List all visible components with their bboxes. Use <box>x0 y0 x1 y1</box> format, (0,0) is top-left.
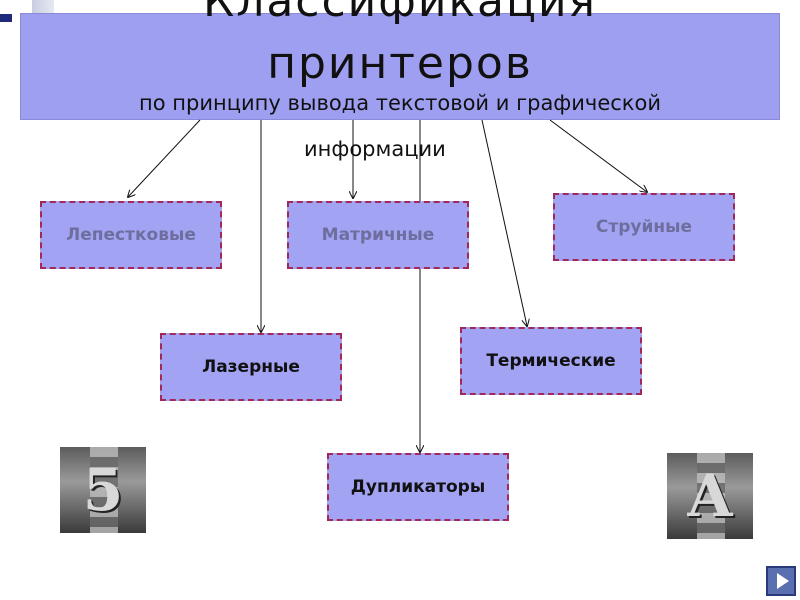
category-box-matrichnye: Матричные <box>287 201 469 269</box>
category-label: Дупликаторы <box>350 477 486 497</box>
slide-bullet-icon <box>0 14 12 22</box>
category-box-struinye: Струйные <box>553 193 735 261</box>
category-box-termicheskie: Термические <box>460 327 642 395</box>
arrow-to-struinye <box>549 119 647 192</box>
category-box-duplikatory: Дупликаторы <box>327 453 509 521</box>
letter-a-clipart-icon: A <box>667 453 753 539</box>
arrow-to-termicheskie <box>481 119 527 326</box>
category-label: Струйные <box>595 217 693 237</box>
number-five-clipart-icon: 5 <box>60 447 146 533</box>
slide-subtitle: по принципу вывода текстовой и графическ… <box>139 91 661 115</box>
category-label: Лазерные <box>202 357 300 377</box>
category-box-lepestkovye: Лепестковые <box>40 201 222 269</box>
next-slide-button[interactable] <box>766 566 796 596</box>
slide-title-top: Классификация <box>202 0 598 27</box>
arrow-to-lepestkovye <box>128 119 201 197</box>
category-box-lazernye: Лазерные <box>160 333 342 401</box>
next-slide-arrow-icon <box>776 573 789 589</box>
title-banner <box>20 13 780 120</box>
category-label: Матричные <box>321 225 435 245</box>
category-label: Термические <box>486 351 616 371</box>
slide-title: принтеров <box>267 38 533 89</box>
category-label: Лепестковые <box>66 225 196 245</box>
slide-subtitle-continuation: информации <box>304 137 446 161</box>
